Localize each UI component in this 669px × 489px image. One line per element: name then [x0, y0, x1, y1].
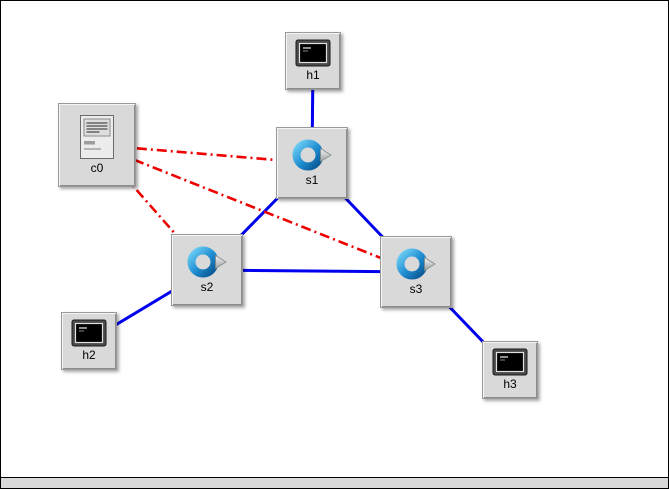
host-icon — [71, 319, 107, 347]
node-label: s3 — [409, 282, 423, 296]
node-h1[interactable]: h1 — [285, 32, 341, 90]
node-s3[interactable]: s3 — [380, 236, 452, 308]
switch-icon — [395, 247, 437, 281]
host-icon — [295, 39, 331, 67]
node-label: h1 — [306, 68, 320, 82]
node-h3[interactable]: h3 — [482, 341, 538, 399]
topology-canvas[interactable]: h1 c0 s1 s2 s3 h2 h3 — [1, 1, 668, 478]
node-s1[interactable]: s1 — [276, 127, 348, 199]
node-label: s1 — [305, 173, 319, 187]
node-c0[interactable]: c0 — [58, 103, 136, 187]
node-h2[interactable]: h2 — [61, 312, 117, 370]
host-icon — [492, 348, 528, 376]
switch-icon — [291, 138, 333, 172]
status-bar — [1, 478, 668, 488]
node-label: h2 — [82, 348, 96, 362]
node-label: s2 — [200, 280, 214, 294]
link-c0-s3[interactable] — [96, 143, 417, 274]
switch-icon — [186, 245, 228, 279]
node-label: h3 — [503, 377, 517, 391]
node-label: c0 — [90, 161, 104, 175]
node-s2[interactable]: s2 — [171, 234, 243, 306]
controller-icon — [79, 114, 115, 160]
